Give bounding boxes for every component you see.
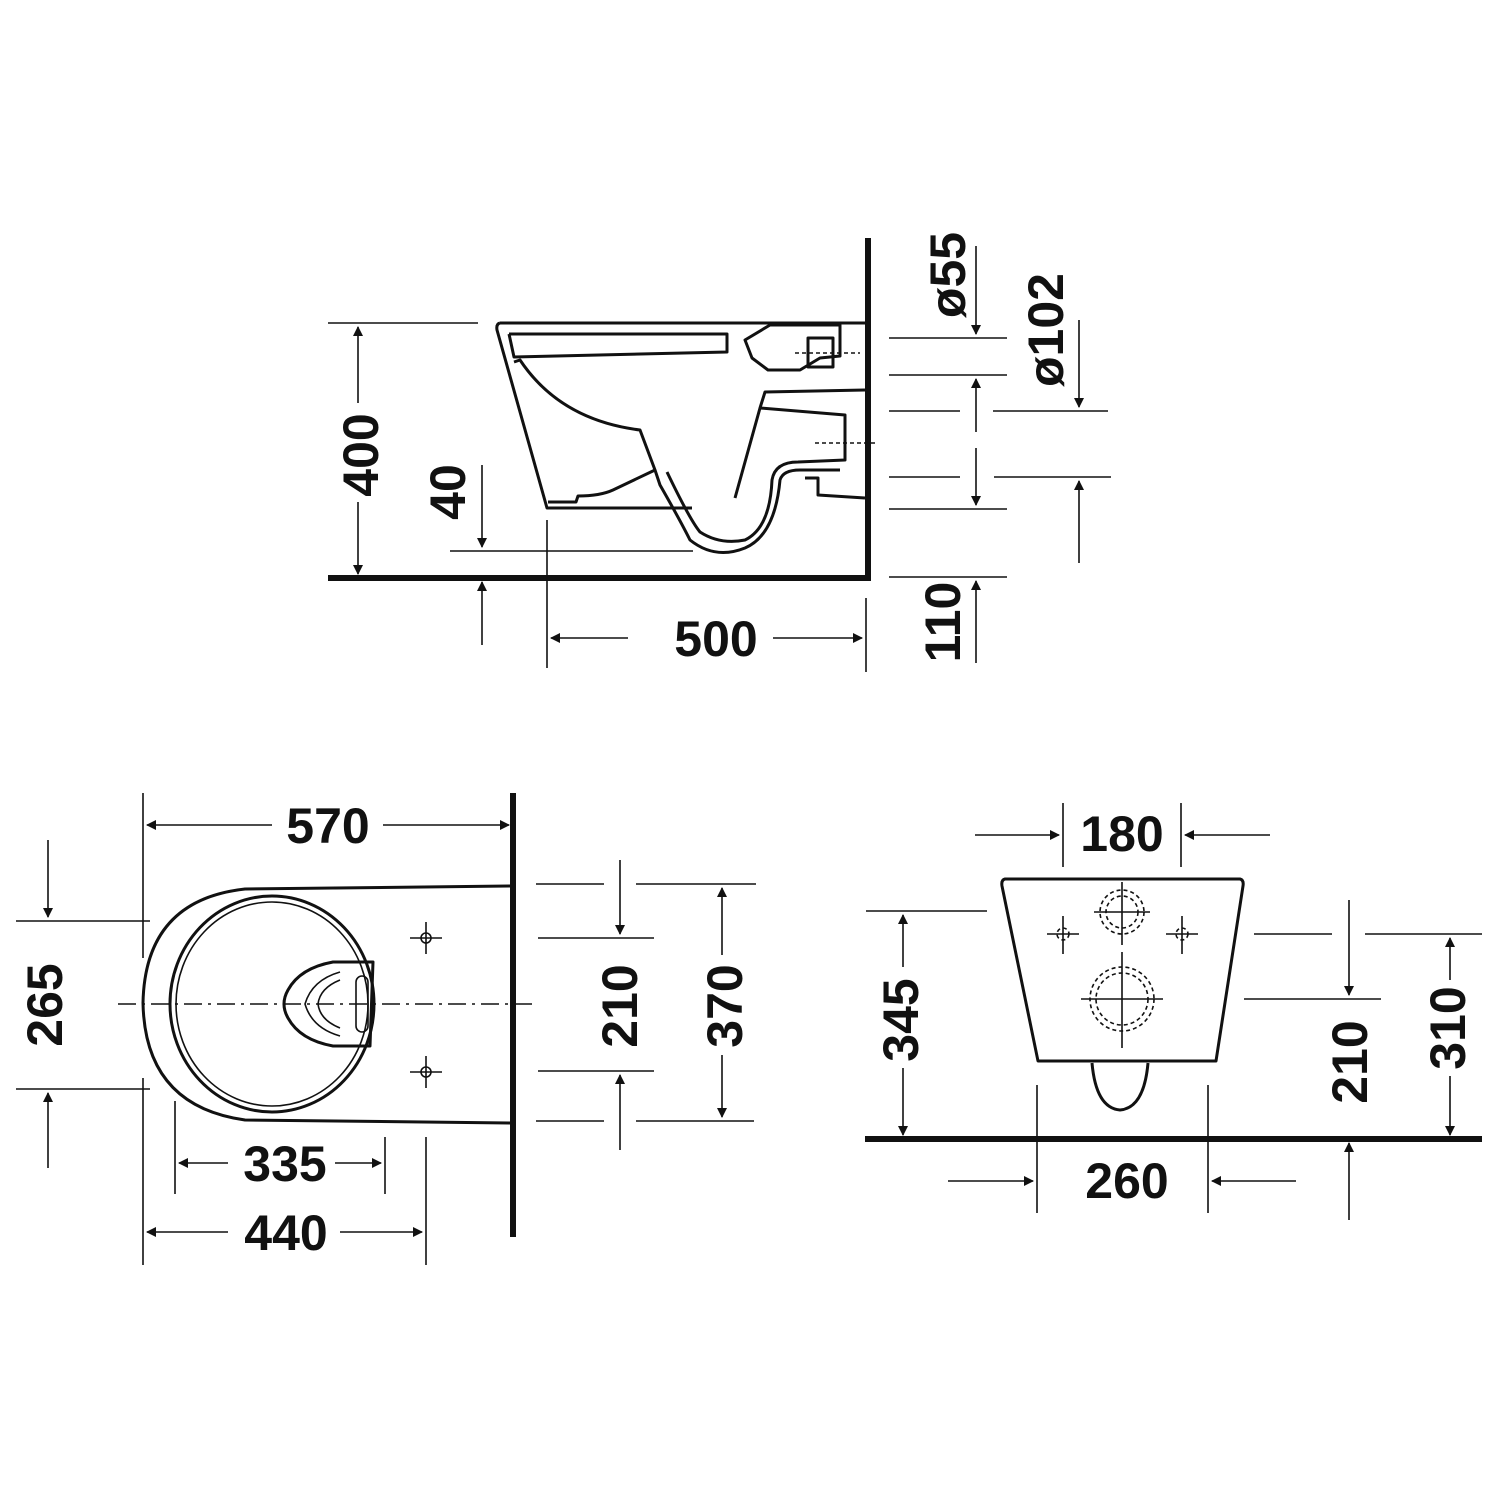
side-view: 400 40 500 ø55 ø102 110 (328, 232, 1111, 672)
rear-view: 180 260 345 210 310 (865, 803, 1482, 1220)
dim-body-440: 440 (244, 1205, 327, 1261)
top-view: 570 265 335 440 210 370 (16, 793, 756, 1265)
dim-fixing-height-345: 345 (873, 978, 929, 1061)
dim-length-570: 570 (286, 798, 369, 854)
dim-seat-width-265: 265 (17, 963, 73, 1046)
dim-inlet-diameter: ø55 (920, 232, 976, 318)
dim-projection-500: 500 (674, 611, 757, 667)
outlet-circle (1081, 952, 1163, 1048)
rear-fixing-right (1166, 916, 1198, 954)
inlet-circle (1094, 882, 1150, 945)
dim-height-400: 400 (333, 413, 389, 496)
dim-outlet-height-110: 110 (915, 582, 971, 663)
dim-bottom-width-260: 260 (1085, 1153, 1168, 1209)
rear-fixing-left (1047, 916, 1079, 954)
dim-width-370: 370 (697, 964, 753, 1047)
dim-fixing-210: 210 (592, 964, 648, 1047)
dim-top-width-180: 180 (1080, 806, 1163, 862)
toilet-top-outline (141, 884, 512, 1125)
toilet-rear-outline (1000, 877, 1245, 1112)
fixing-hole-lower (410, 1056, 442, 1088)
fixing-hole-upper (410, 922, 442, 954)
dim-outlet-center-310: 310 (1420, 986, 1476, 1069)
dim-outlet-diameter: ø102 (1018, 273, 1074, 387)
dim-bowl-335: 335 (243, 1136, 326, 1192)
dim-clearance-40: 40 (420, 464, 476, 520)
toilet-side-profile (495, 321, 878, 554)
dim-fixing-offset-210: 210 (1322, 1020, 1378, 1103)
